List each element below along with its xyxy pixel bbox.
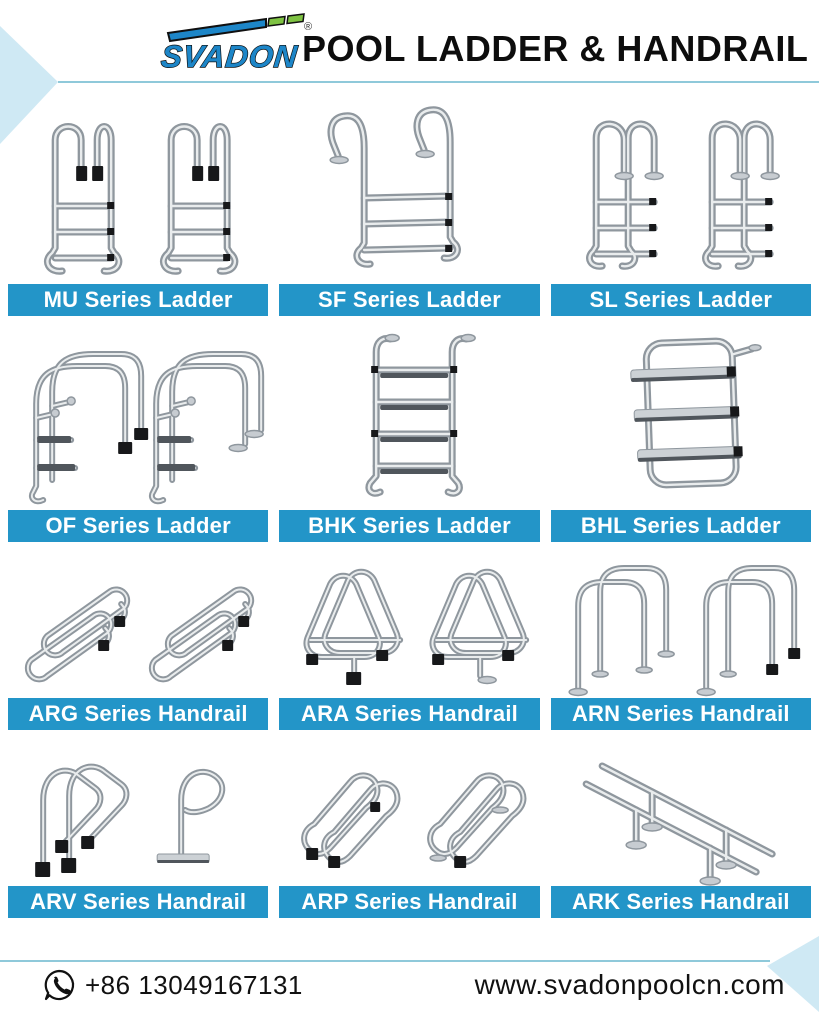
product-image-of-series-ladder	[8, 322, 268, 510]
product-label-arg-series: ARG Series Handrail	[8, 698, 269, 730]
website-url: www.svadonpoolcn.com	[474, 969, 785, 1000]
product-image-arg-series-handrail	[8, 548, 268, 698]
product-cell-sf-series: SF Series Ladder	[279, 96, 540, 316]
product-image-mu-series-ladder	[8, 96, 268, 284]
sl-mounts	[614, 171, 780, 257]
svadon-logo-graphic: ® SVADON	[159, 13, 312, 75]
logo-swoosh	[166, 17, 267, 43]
logo-green-block-2	[286, 13, 305, 25]
product-label-sf-series: SF Series Ladder	[279, 284, 540, 316]
bhl-treads	[629, 343, 762, 462]
product-image-sf-series-ladder	[279, 96, 539, 284]
arg-feet	[98, 616, 250, 651]
footer-divider	[0, 960, 770, 962]
arn-mounts	[568, 648, 800, 697]
logo-wordmark: SVADON	[159, 39, 299, 74]
product-cell-bhl-series: BHL Series Ladder	[550, 322, 811, 542]
product-grid: MU Series Ladder	[8, 96, 811, 918]
product-label-ara-series: ARA Series Handrail	[279, 698, 540, 730]
product-cell-arv-series: ARV Series Handrail	[8, 736, 269, 918]
mu-anchor-feet	[76, 166, 231, 261]
product-label-arp-series: ARP Series Handrail	[279, 886, 540, 918]
product-cell-arg-series: ARG Series Handrail	[8, 548, 269, 730]
product-cell-arp-series: ARP Series Handrail	[279, 736, 540, 918]
phone-contact: +86 13049167131	[42, 968, 303, 1002]
product-label-sl-series: SL Series Ladder	[550, 284, 811, 316]
product-label-bhk-series: BHK Series Ladder	[279, 510, 540, 542]
product-cell-mu-series: MU Series Ladder	[8, 96, 269, 316]
product-cell-of-series: OF Series Ladder	[8, 322, 269, 542]
footer: +86 13049167131 www.svadonpoolcn.com	[0, 936, 819, 1024]
whatsapp-phone-icon	[44, 969, 75, 1001]
header-divider	[58, 81, 819, 83]
product-image-bhl-series-ladder	[629, 322, 762, 510]
phone-number: +86 13049167131	[85, 969, 303, 1000]
ark-flanges	[625, 822, 737, 886]
product-image-arn-series-handrail	[551, 548, 811, 698]
product-label-bhl-series: BHL Series Ladder	[550, 510, 811, 542]
product-image-ara-series-handrail	[279, 548, 539, 698]
ara-feet	[306, 650, 515, 685]
corner-triangle-top-left	[0, 26, 58, 144]
product-image-arp-series-handrail	[279, 736, 539, 886]
product-label-arv-series: ARV Series Handrail	[8, 886, 269, 918]
product-image-arv-series-handrail	[8, 736, 268, 886]
product-image-sl-series-ladder	[551, 96, 811, 284]
footer-content: +86 13049167131 www.svadonpoolcn.com	[0, 968, 819, 1002]
registered-mark: ®	[304, 21, 312, 33]
arp-feet	[306, 802, 510, 868]
product-label-arn-series: ARN Series Handrail	[550, 698, 811, 730]
page-title: POOL LADDER & HANDRAIL	[302, 28, 809, 69]
product-label-of-series: OF Series Ladder	[8, 510, 269, 542]
product-label-mu-series: MU Series Ladder	[8, 284, 269, 316]
sf-mounts	[329, 149, 453, 252]
product-image-ark-series-handrail	[551, 736, 811, 886]
logo-green-block-1	[267, 15, 286, 27]
corner-triangle-bottom-right	[767, 936, 819, 1012]
product-cell-bhk-series: BHK Series Ladder	[279, 322, 540, 542]
of-details	[37, 396, 264, 471]
product-label-ark-series: ARK Series Handrail	[550, 886, 811, 918]
svadon-logo: ® SVADON	[148, 12, 314, 78]
product-cell-arn-series: ARN Series Handrail	[550, 548, 811, 730]
product-image-bhk-series-ladder	[279, 322, 539, 510]
bhk-details	[371, 333, 477, 474]
product-cell-ark-series: ARK Series Handrail	[550, 736, 811, 918]
arv-feet	[35, 836, 210, 877]
product-cell-ara-series: ARA Series Handrail	[279, 548, 540, 730]
product-cell-sl-series: SL Series Ladder	[550, 96, 811, 316]
